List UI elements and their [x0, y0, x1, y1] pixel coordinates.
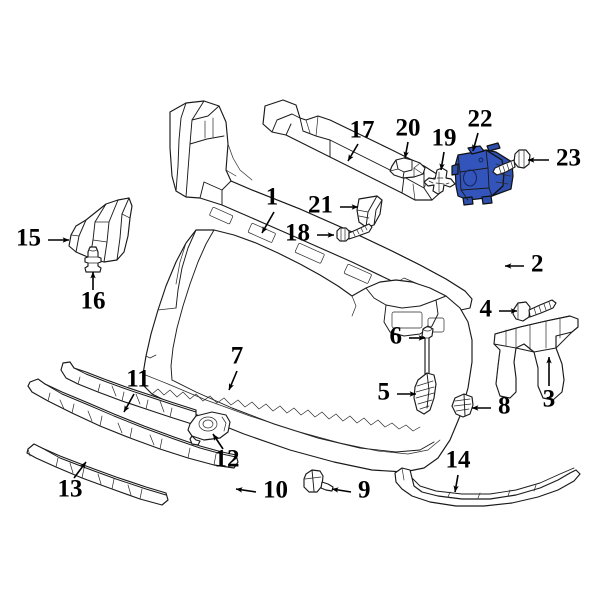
- callout-12-number: 12: [215, 446, 240, 473]
- part-10-lower-valance-trim[interactable]: [27, 378, 239, 469]
- callout-23[interactable]: 23: [527, 145, 581, 172]
- callout-9-leader: [331, 487, 352, 493]
- callout-20[interactable]: 20: [396, 115, 421, 159]
- part-19-wire-harness-retainer[interactable]: [423, 167, 456, 195]
- part-1-rear-bumper-impact-bar[interactable]: [169, 100, 473, 312]
- callout-16[interactable]: 16: [81, 271, 106, 315]
- part-5-retainer-clip-small[interactable]: [413, 372, 437, 415]
- part-13-lower-spoiler-trim[interactable]: [26, 443, 169, 506]
- callout-22[interactable]: 22: [468, 106, 493, 152]
- callout-20-number: 20: [396, 115, 421, 142]
- callout-8[interactable]: 8: [471, 393, 511, 420]
- callout-11[interactable]: 11: [123, 366, 150, 413]
- callout-13[interactable]: 13: [58, 461, 87, 503]
- callout-4-number: 4: [480, 296, 493, 323]
- part-4-screw-bracket[interactable]: [512, 299, 557, 322]
- callout-6-number: 6: [390, 323, 403, 350]
- callout-1-leader: [261, 211, 275, 234]
- callout-20-leader: [403, 141, 409, 159]
- part-14-bumper-lower-deflector[interactable]: [394, 467, 581, 507]
- callout-17-number: 17: [350, 117, 375, 144]
- callout-17[interactable]: 17: [347, 117, 375, 162]
- callout-7-leader: [228, 370, 238, 391]
- part-21-mounting-tab-plate[interactable]: [356, 195, 383, 228]
- callout-10[interactable]: 10: [235, 477, 288, 504]
- callout-14[interactable]: 14: [446, 447, 472, 493]
- callout-14-leader: [453, 474, 459, 493]
- callout-5-number: 5: [378, 379, 391, 406]
- callout-1-number: 1: [266, 184, 279, 211]
- callout-15[interactable]: 15: [16, 225, 70, 252]
- callout-10-leader: [235, 487, 257, 493]
- callout-1[interactable]: 1: [261, 184, 279, 234]
- callout-19-leader: [439, 151, 445, 171]
- part-12-parking-sensor-bracket[interactable]: [187, 411, 231, 446]
- part-23-bolt-bracket-mount[interactable]: [492, 149, 531, 176]
- callout-5[interactable]: 5: [378, 379, 417, 406]
- part-15-energy-absorber-pad[interactable]: [68, 197, 133, 263]
- callout-7[interactable]: 7: [228, 343, 244, 391]
- callout-22-number: 22: [468, 106, 493, 133]
- callout-15-number: 15: [16, 225, 41, 252]
- callout-4[interactable]: 4: [480, 296, 518, 323]
- callout-7-number: 7: [231, 343, 244, 370]
- callout-18-number: 18: [285, 220, 310, 247]
- callout-11-number: 11: [126, 366, 150, 393]
- part-8-push-pin-clip[interactable]: [451, 393, 474, 418]
- callout-21-number: 21: [308, 192, 333, 219]
- part-16-push-rivet-fastener[interactable]: [84, 246, 102, 273]
- callout-12[interactable]: 12: [212, 433, 240, 473]
- callout-23-number: 23: [556, 145, 581, 172]
- callout-13-number: 13: [58, 476, 83, 503]
- callout-21[interactable]: 21: [308, 192, 359, 219]
- callout-10-number: 10: [263, 477, 288, 504]
- callout-17-leader: [347, 143, 359, 162]
- part-9-tow-eye-cap[interactable]: [303, 469, 334, 493]
- callout-16-number: 16: [81, 288, 106, 315]
- callout-18[interactable]: 18: [285, 220, 335, 247]
- callout-9-number: 9: [358, 477, 371, 504]
- callout-3-number: 3: [543, 386, 556, 413]
- callout-12-leader: [212, 433, 224, 450]
- callout-3[interactable]: 3: [543, 356, 556, 413]
- callout-2[interactable]: 2: [504, 251, 544, 278]
- part-22-bumper-mounting-bracket[interactable]: [451, 142, 514, 206]
- part-20-clip-bracket-small[interactable]: [389, 157, 426, 179]
- part-3-bumper-side-bracket-right[interactable]: [493, 315, 579, 401]
- callout-2-number: 2: [531, 251, 544, 278]
- callout-22-leader: [472, 132, 479, 152]
- callout-19-number: 19: [432, 125, 457, 152]
- callout-14-number: 14: [446, 447, 472, 474]
- callout-8-number: 8: [498, 393, 511, 420]
- callout-13-leader: [73, 461, 87, 479]
- callout-19[interactable]: 19: [432, 125, 457, 171]
- callout-6[interactable]: 6: [390, 323, 426, 350]
- callout-11-leader: [123, 393, 135, 413]
- part-18-screw-hex-flange[interactable]: [336, 223, 373, 242]
- callout-9[interactable]: 9: [331, 477, 371, 504]
